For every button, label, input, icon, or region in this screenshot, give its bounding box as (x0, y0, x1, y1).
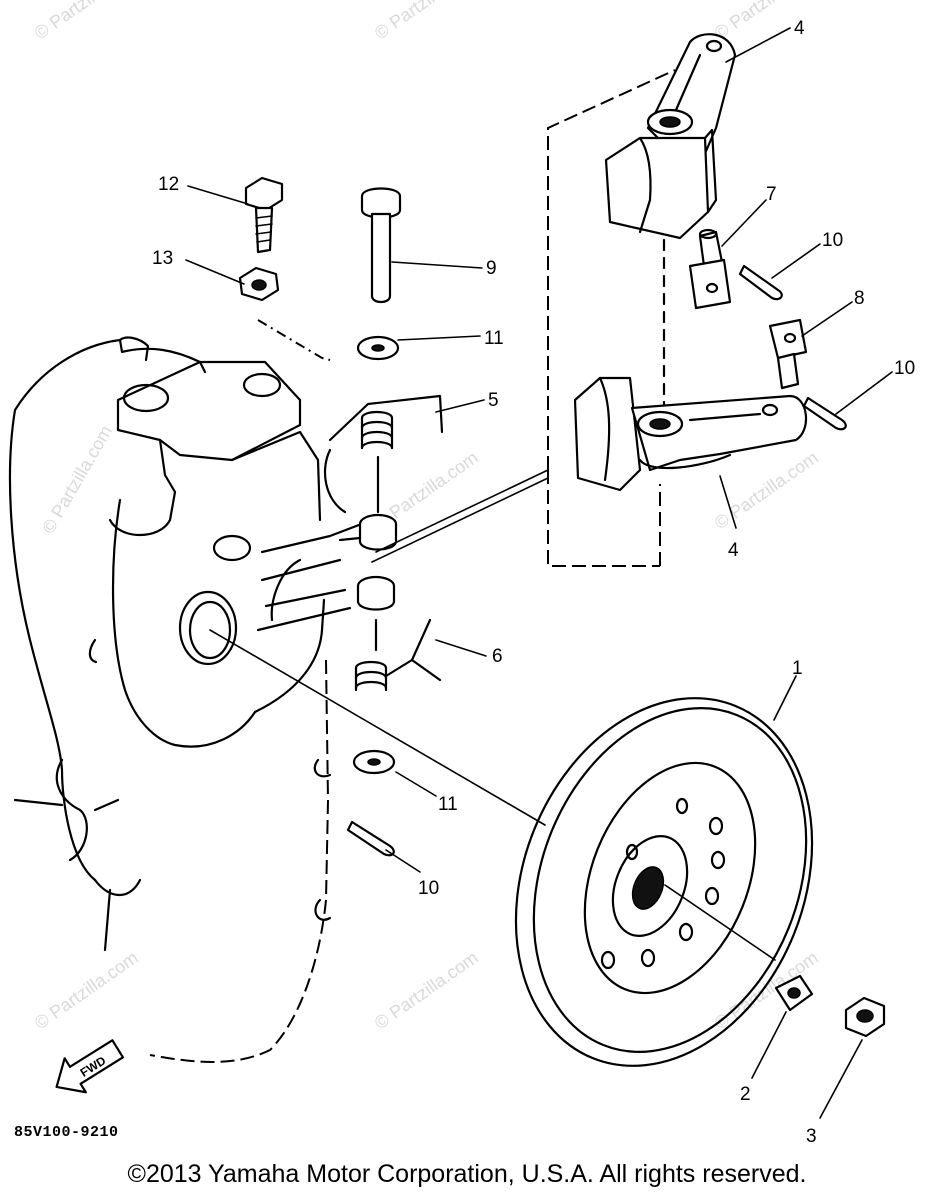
callout-11-upper: 11 (484, 328, 504, 349)
callout-9: 9 (486, 258, 497, 279)
crankcase-housing (8, 336, 332, 1063)
callout-10-right: 10 (894, 358, 915, 379)
lever-shaft-assembly (256, 448, 398, 652)
callout-6: 6 (492, 646, 503, 667)
callout-11-lower: 11 (438, 794, 458, 815)
part-3-nut (844, 996, 886, 1038)
callout-4-bottom: 4 (728, 540, 739, 561)
callout-3: 3 (806, 1126, 817, 1147)
drawing-code: 85V100-9210 (14, 1124, 119, 1141)
copyright-notice: ©2013 Yamaha Motor Corporation, U.S.A. A… (127, 1160, 807, 1188)
part-7-joint (688, 228, 732, 310)
leader-lines (185, 27, 893, 1119)
watermark: © Partzilla.com (371, 947, 482, 1033)
disc-holes (600, 797, 726, 970)
part-12-bolt (244, 176, 284, 254)
watermark: © Partzilla.com (711, 447, 822, 533)
fwd-arrow: FWD (55, 1039, 125, 1094)
watermark: © Partzilla.com (711, 0, 822, 43)
part-4-upper-lever (604, 33, 737, 240)
watermark: © Partzilla.com (38, 422, 116, 537)
callout-10-lower: 10 (418, 878, 439, 899)
part-13-nut (238, 266, 280, 302)
part-6-spring (354, 618, 442, 692)
part-8-joint (768, 318, 808, 390)
callout-12: 12 (158, 174, 179, 195)
callout-7: 7 (766, 184, 777, 205)
part-4-lower-lever (573, 376, 808, 492)
watermark: © Partzilla.com (371, 0, 482, 43)
callout-8: 8 (854, 288, 865, 309)
callout-numbers: 4 7 10 8 10 12 9 13 11 5 4 1 6 11 10 2 3 (152, 18, 915, 1147)
part-10-cotter-pins (346, 264, 847, 857)
callout-5: 5 (488, 390, 499, 411)
watermark: © Partzilla.com (31, 947, 142, 1033)
part-9-pin (360, 187, 402, 304)
part-2-lock-washer (774, 974, 814, 1012)
part-1-disc (514, 697, 814, 1067)
part-5-spring (328, 394, 444, 450)
callout-1: 1 (792, 658, 803, 679)
reference-lines (209, 69, 776, 961)
callout-4-top: 4 (794, 18, 805, 39)
callout-13: 13 (152, 248, 173, 269)
part-11-washers (352, 335, 400, 775)
callout-2: 2 (740, 1084, 751, 1105)
callout-10-upper: 10 (822, 230, 843, 251)
watermark: © Partzilla.com (31, 0, 142, 43)
